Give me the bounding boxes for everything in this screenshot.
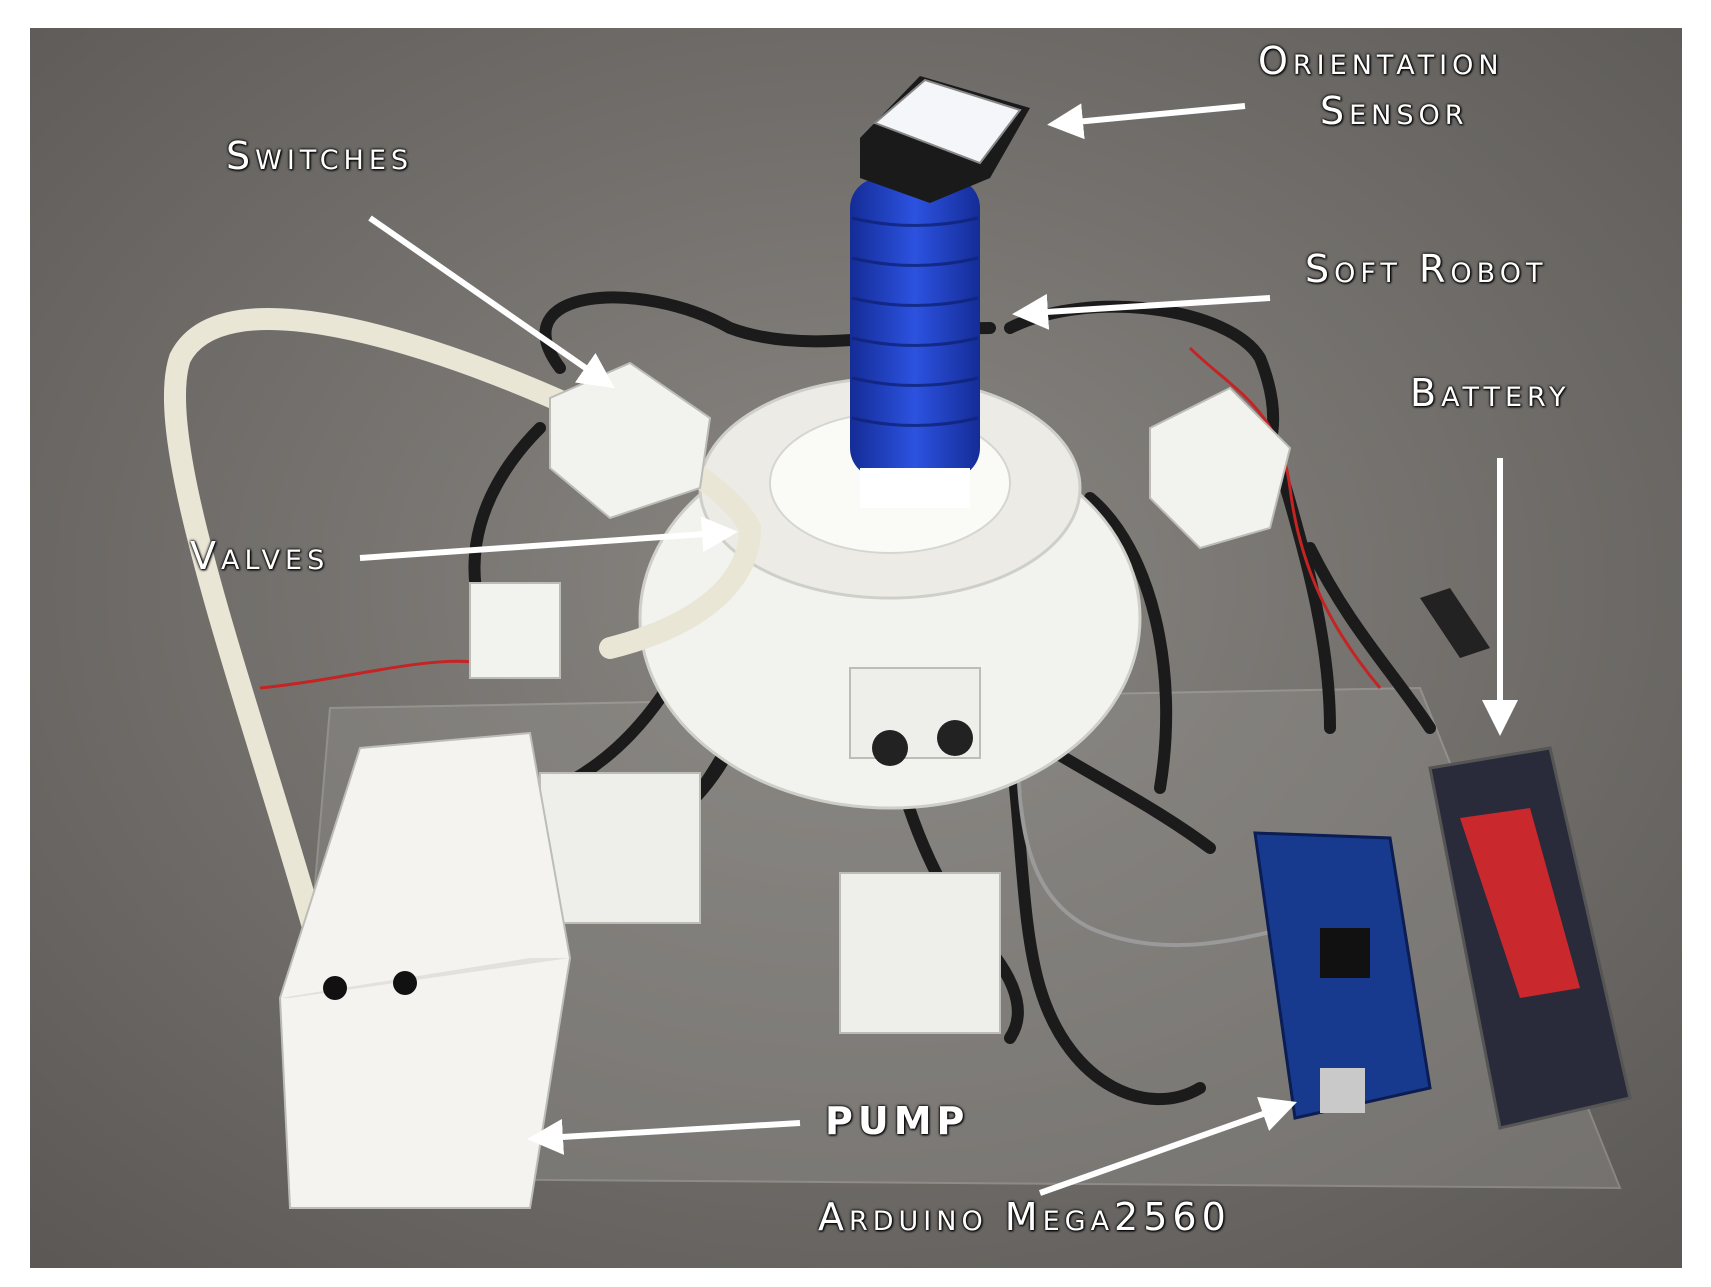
label-orientation-sensor-line1: Orientation — [1258, 39, 1504, 83]
valve-port — [872, 730, 908, 766]
annotation-arrows — [359, 103, 1518, 1196]
label-arduino: Arduino Mega2560 — [818, 1195, 1231, 1239]
pump-top — [280, 958, 570, 998]
battery-connector — [1420, 588, 1490, 658]
arrow-valves — [359, 516, 738, 561]
silicone-tube — [163, 308, 762, 999]
arduino-chip — [1320, 928, 1370, 978]
label-battery: Battery — [1410, 371, 1571, 415]
label-orientation-sensor-line2: Sensor — [1320, 89, 1469, 133]
arrow-soft-robot — [1012, 293, 1271, 330]
arrow-arduino — [1038, 1097, 1297, 1196]
driver-box-1 — [539, 772, 701, 924]
valve-port — [937, 720, 973, 756]
arrow-orientation-sensor — [1047, 103, 1246, 140]
small-valve-box — [469, 582, 561, 679]
valve-box-right — [1149, 386, 1292, 550]
soft-robot-wraps — [851, 216, 979, 427]
label-valves: Valves — [190, 534, 330, 578]
pump-port — [323, 976, 347, 1000]
arrow-switches — [368, 215, 615, 389]
photo-panel — [30, 28, 1682, 1268]
robot-base-collar — [860, 468, 970, 508]
battery-label — [1460, 808, 1580, 998]
label-soft-robot: Soft Robot — [1305, 247, 1548, 291]
pump-port — [393, 971, 417, 995]
driver-box-2 — [839, 872, 1001, 1034]
switch-box — [549, 361, 712, 520]
orientation-sensor-top — [873, 78, 1022, 165]
label-switches: Switches — [226, 134, 414, 178]
arduino-usb — [1320, 1068, 1365, 1113]
soft-robot-body — [850, 178, 980, 478]
arrow-pump — [527, 1118, 801, 1155]
label-pump: PUMP — [825, 1099, 970, 1143]
